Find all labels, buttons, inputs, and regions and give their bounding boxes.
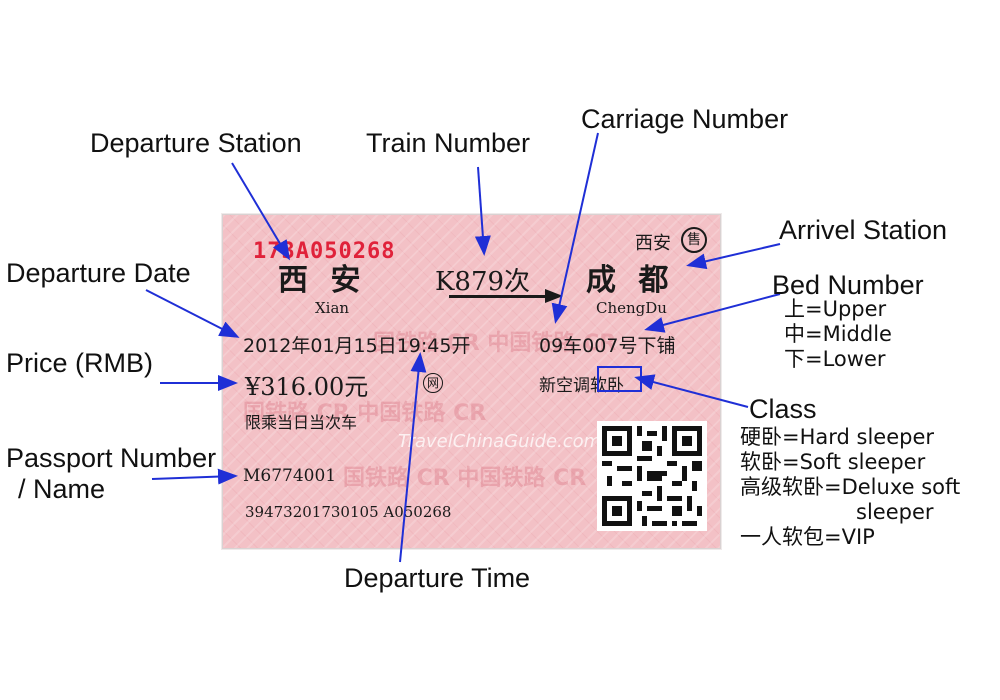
label-departure-time: Departure Time [344,563,531,593]
to-pinyin: ChengDu [596,299,667,317]
label-passport-line1: Passport Number [6,443,217,473]
class-legend-hard: 硬卧=Hard sleeper [740,425,935,449]
bed-legend-lower: 下=Lower [784,347,886,371]
label-carriage-number: Carriage Number [581,104,789,134]
ticket-watermark: 国铁路 CR 中国铁路 CR [343,466,587,491]
class-legend-deluxe: 高级软卧=Deluxe soft [740,475,961,499]
direction-arrow-head [545,289,563,303]
ticket-bottom-code: 39473201730105 A050268 [245,503,452,521]
label-passport-line2: / Name [18,474,106,504]
class-legend-soft: 软卧=Soft sleeper [740,450,926,474]
label-class: Class [749,394,817,424]
arrow-arrival-station [686,243,781,270]
arrow-class [634,374,749,408]
issuing-mark: 售 [681,227,707,253]
site-watermark: TravelChinaGuide.com [398,431,602,452]
ticket-watermark: 国铁路 CR 中国铁路 CR [373,331,617,356]
class-legend-vip: 一人软包=VIP [740,525,875,549]
net-mark: 网 [423,373,443,393]
seat-info: 09车007号下铺 [539,335,676,357]
ticket-price: ¥316.00元 [245,373,369,401]
label-arrival-station: Arrivel Station [779,215,948,245]
arrow-departure-time [399,352,427,563]
arrow-bed-number [644,293,781,333]
qr-code [597,421,707,531]
arrow-departure-date [145,289,240,338]
direction-arrow-line [449,295,549,298]
class-legend: 硬卧=Hard sleeper 软卧=Soft sleeper 高级软卧=Del… [740,425,960,550]
label-price: Price (RMB) [6,348,153,378]
passport-number: M6774001 [243,466,337,486]
departure-datetime: 2012年01月15日19:45开 [243,335,471,357]
bed-legend-upper: 上=Upper [784,297,887,321]
ticket-watermark: 国铁路 CR 中国铁路 CR [243,401,487,426]
from-station: 西 安 [278,263,367,298]
bed-legend: 上=Upper 中=Middle 下=Lower [784,297,892,372]
class-legend-deluxe-cont: sleeper [856,500,934,524]
ticket-restriction: 限乘当日当次车 [245,413,358,432]
label-bed-number: Bed Number [772,270,924,300]
to-station: 成 都 [586,263,675,298]
arrow-train-number [474,166,491,256]
arrow-carriage-number [551,132,599,324]
label-departure-station: Departure Station [90,128,302,158]
issuing-station: 西安 [635,233,671,254]
label-train-number: Train Number [366,128,531,158]
bed-legend-middle: 中=Middle [784,322,892,346]
arrow-passport [151,468,238,485]
label-departure-date: Departure Date [6,258,191,288]
train-number: K879次 [435,267,531,297]
arrow-departure-station [231,162,291,261]
from-pinyin: Xian [315,299,350,317]
